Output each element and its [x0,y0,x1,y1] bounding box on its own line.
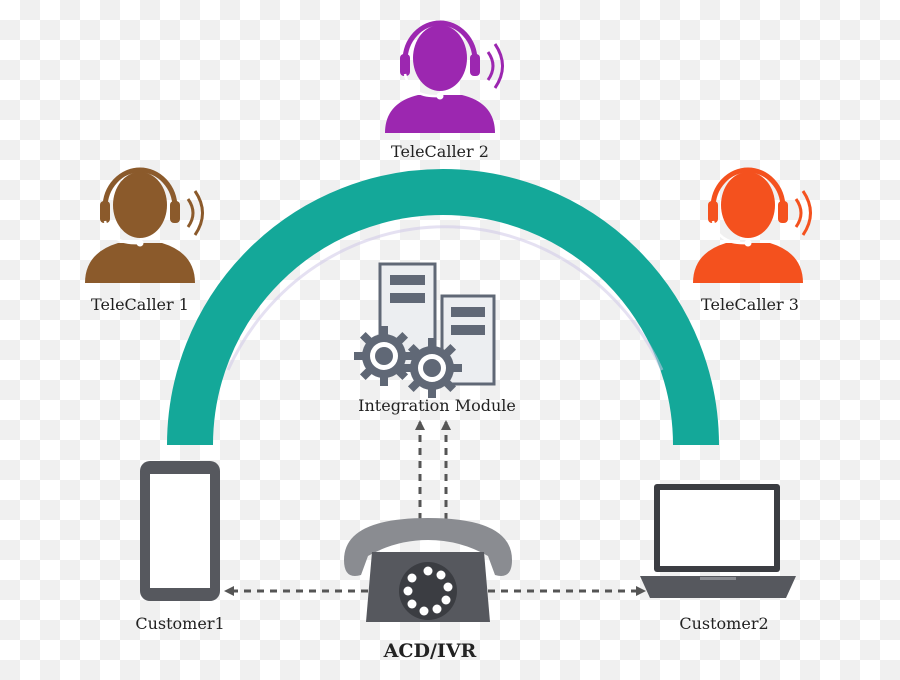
customer-2-label: Customer2 [679,614,769,633]
telecaller-2-label: TeleCaller 2 [391,142,489,161]
rotary-telephone-icon [344,518,512,622]
integration-module-label: Integration Module [358,396,516,415]
sound-wave [794,198,803,228]
agent-head [113,172,167,238]
gear-icon [402,338,462,398]
telecaller-3-label: TeleCaller 3 [701,295,799,314]
agent-headband [102,167,178,209]
laptop-icon [640,484,796,598]
telecaller-2-icon [385,20,504,133]
sound-wave [186,198,195,228]
telecaller-1-label: TeleCaller 1 [91,295,189,314]
acd-ivr-label: ACD/IVR [383,640,477,662]
sound-wave [801,190,812,236]
telecaller-3-icon [693,167,812,283]
agent-mic [103,220,141,245]
agent-body [85,243,195,283]
gear-icon [354,326,414,386]
sound-wave [493,43,504,89]
agent-earpiece-right [170,201,180,223]
sound-wave [193,190,204,236]
sound-wave [486,51,495,81]
connection-arch [167,169,719,446]
customer-1-label: Customer1 [135,614,225,633]
agent-earpiece-left [100,201,110,223]
arch-inner-shadow [226,225,664,371]
smartphone-icon [140,461,220,601]
telecaller-1-icon [85,167,204,283]
